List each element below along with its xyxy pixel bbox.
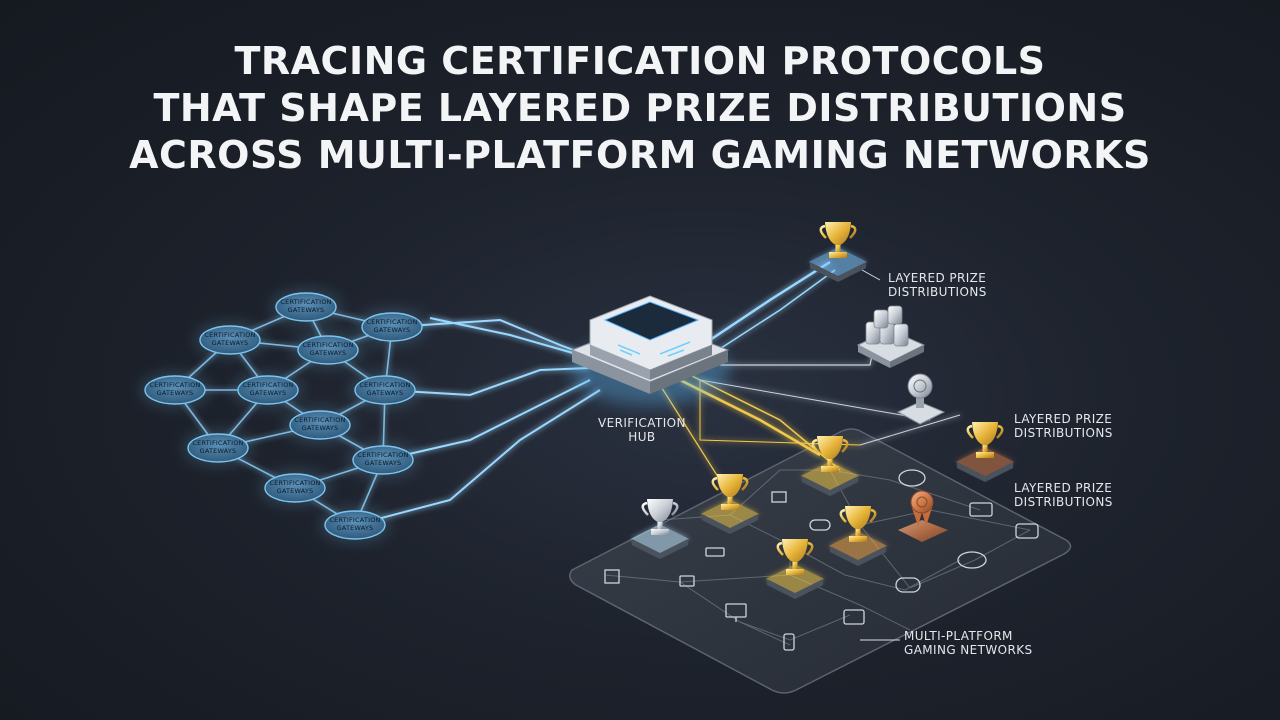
prize-label-low-line-2: DISTRIBUTIONS [1014, 495, 1113, 509]
prize-label-low: LAYERED PRIZE DISTRIBUTIONS [1014, 481, 1113, 509]
prize-label-low-line-1: LAYERED PRIZE [1014, 481, 1113, 495]
prize-label-top-line-1: LAYERED PRIZE [888, 271, 987, 285]
gateway-nodes [141, 291, 426, 541]
hub-label-line-1: VERIFICATION [598, 416, 686, 430]
prize-label-mid: LAYERED PRIZE DISTRIBUTIONS [1014, 412, 1113, 440]
gateway-node [275, 292, 337, 322]
prize-label-mid-line-1: LAYERED PRIZE [1014, 412, 1113, 426]
label-pointers [860, 269, 900, 641]
diagram-title: TRACING CERTIFICATION PROTOCOLS THAT SHA… [0, 38, 1280, 179]
hub-input-beams [354, 317, 601, 526]
keyboard-icon [705, 547, 725, 557]
trophy-gold-left-icon [700, 474, 760, 534]
laptop-icon [969, 502, 993, 517]
trophy-gold-center-icon [828, 506, 888, 566]
coin-stack-icon [856, 305, 926, 368]
tower-icon [604, 569, 620, 584]
gateway-node [237, 375, 299, 405]
trophy-bronze-tier-icon [955, 422, 1015, 482]
medal-icon [896, 373, 946, 425]
tablet-icon [843, 609, 865, 625]
controller-icon [809, 519, 831, 531]
gamepad-icon [957, 551, 987, 569]
verification-hub-label: VERIFICATION HUB [598, 416, 686, 444]
prize-items [630, 222, 1015, 599]
console-icon [895, 577, 921, 593]
gateway-node [144, 375, 206, 405]
trophy-top-icon [808, 222, 868, 282]
gateway-node [187, 433, 249, 463]
prize-label-top-line-2: DISTRIBUTIONS [888, 285, 987, 299]
gateway-node [289, 410, 351, 440]
title-line-1: TRACING CERTIFICATION PROTOCOLS [234, 39, 1046, 83]
phone-icon [783, 633, 795, 651]
network-label-line-1: MULTI-PLATFORM [904, 629, 1013, 643]
title-line-3: ACROSS MULTI-PLATFORM GAMING NETWORKS [129, 133, 1151, 177]
prize-label-top: LAYERED PRIZE DISTRIBUTIONS [888, 271, 987, 299]
device-icons [604, 469, 1039, 651]
monitor-icon [725, 603, 747, 622]
gateway-node [352, 445, 414, 475]
prize-label-mid-line-2: DISTRIBUTIONS [1014, 426, 1113, 440]
bronze-medal-icon [898, 490, 948, 542]
verification-hub [570, 295, 730, 405]
card-icon [679, 575, 695, 587]
gateway-node [361, 312, 423, 342]
hub-label-line-2: HUB [628, 430, 656, 444]
network-label: MULTI-PLATFORM GAMING NETWORKS [904, 629, 1033, 657]
network-label-line-2: GAMING NETWORKS [904, 643, 1033, 657]
gateway-node [297, 335, 359, 365]
trophy-silver-icon [630, 499, 690, 559]
handheld-icon [1015, 523, 1039, 539]
gateway-node [324, 510, 386, 540]
title-line-2: THAT SHAPE LAYERED PRIZE DISTRIBUTIONS [153, 86, 1127, 130]
trophy-gold-front-icon [765, 539, 825, 599]
gateway-node [199, 325, 261, 355]
vr-headset-icon [898, 469, 926, 487]
desktop-icon [771, 491, 787, 503]
trophy-hub-gold-icon [800, 436, 860, 496]
gateway-node [354, 375, 416, 405]
gateway-node [264, 473, 326, 503]
